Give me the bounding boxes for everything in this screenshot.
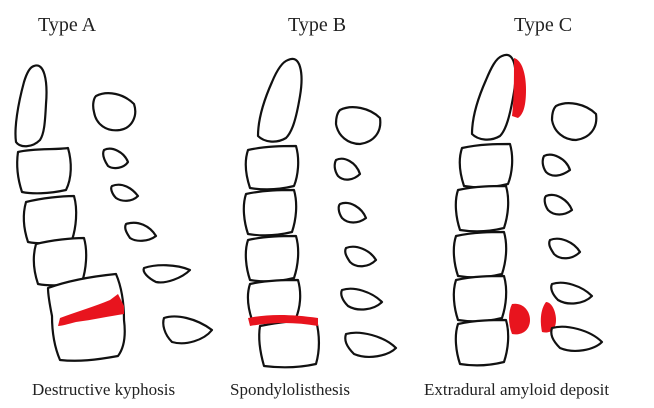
lesion-amyloid-deposit [509,304,530,335]
spinous-process [103,149,128,168]
spinous-process [551,327,602,351]
vertebral-body [246,236,298,281]
vertebral-body [244,190,296,235]
spine-type-a [15,65,212,360]
spinous-process [549,239,580,259]
spinous-process [336,107,380,144]
spinous-process [339,203,366,223]
spinous-process [341,289,382,310]
spine-type-c [454,55,602,365]
spinous-process [144,265,190,282]
vertebral-body [454,232,506,277]
vertebra-dens [258,59,302,142]
vertebral-body [460,144,512,187]
spinous-process [125,223,156,241]
vertebral-body [17,148,71,193]
spinous-process [163,317,212,344]
spinous-process [345,333,396,357]
spinous-process [552,103,596,140]
spinous-process [551,283,592,304]
spinous-process [111,185,138,201]
vertebral-body [24,196,76,243]
spinous-process [545,195,572,215]
spinous-process [345,247,376,267]
vertebra-dens [472,55,516,140]
vertebral-body [246,146,298,189]
vertebra-dens [15,65,46,146]
vertebral-body [456,320,508,365]
spinous-process [543,155,570,176]
spine-type-b [244,59,396,367]
spinous-process [335,159,360,180]
vertebral-body [456,186,508,231]
vertebral-body [34,238,86,285]
vertebral-body [454,276,506,321]
vertebral-body-slipped [259,320,319,367]
spinous-process [93,93,135,130]
lesion-amyloid-deposit [512,58,526,118]
